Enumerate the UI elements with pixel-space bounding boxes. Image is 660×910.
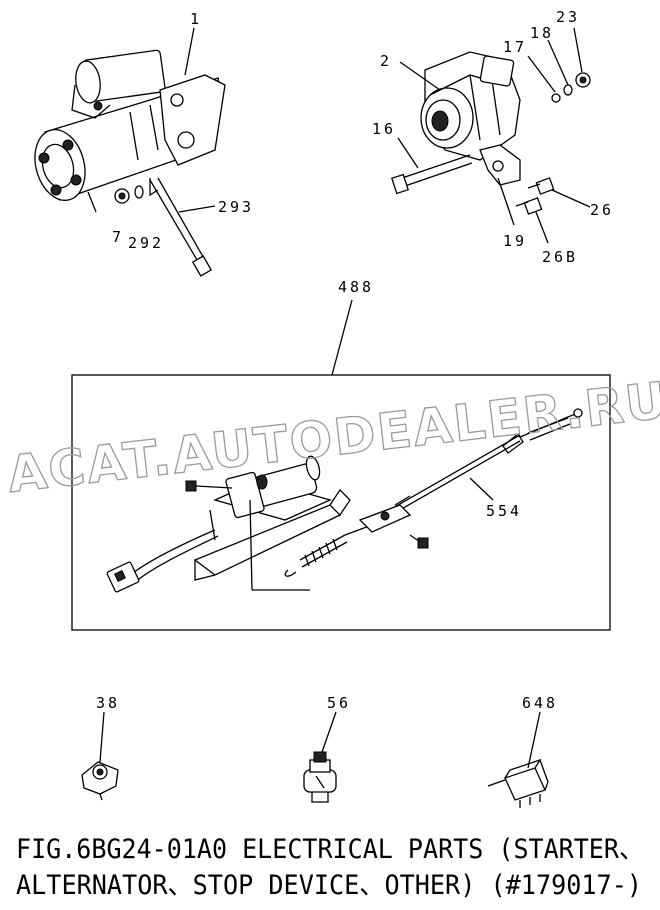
callout-26: 26 xyxy=(590,201,614,219)
callout-38: 38 xyxy=(96,694,120,712)
alternator-nut-set xyxy=(551,72,591,103)
callout-17: 17 xyxy=(503,38,527,56)
pressure-switch-56 xyxy=(303,751,337,803)
callout-26b: 26B xyxy=(542,248,578,266)
callout-7: 7 xyxy=(112,228,124,246)
caption-line-2: ALTERNATOR、STOP DEVICE、OTHER) (#179017-) xyxy=(16,870,642,901)
adjust-bolts xyxy=(515,177,555,215)
sensor-38 xyxy=(81,761,119,801)
relay-648 xyxy=(487,758,549,808)
watermark-text: ACAT.AUTODEALER.RU xyxy=(5,371,660,504)
battery-cable xyxy=(149,177,216,277)
callout-293: 293 xyxy=(218,198,254,216)
stop-solenoid-assembly xyxy=(106,455,351,593)
callout-292: 292 xyxy=(128,234,164,252)
callout-2: 2 xyxy=(380,52,392,70)
callout-1: 1 xyxy=(190,10,202,28)
callout-18: 18 xyxy=(530,24,554,42)
callout-56: 56 xyxy=(327,694,351,712)
callout-648: 648 xyxy=(522,694,558,712)
callout-16: 16 xyxy=(372,120,396,138)
stop-cable xyxy=(358,408,583,549)
starter-terminal-nut xyxy=(114,178,159,204)
callout-554: 554 xyxy=(486,502,522,520)
caption-line-1: FIG.6BG24-01A0 ELECTRICAL PARTS (STARTER… xyxy=(16,834,644,865)
callout-23: 23 xyxy=(556,8,580,26)
stop-device-frame xyxy=(71,374,611,631)
callout-488: 488 xyxy=(338,278,374,296)
alternator xyxy=(420,51,521,186)
starter-motor xyxy=(34,49,226,213)
alternator-bolt xyxy=(391,154,473,195)
callout-19: 19 xyxy=(503,232,527,250)
